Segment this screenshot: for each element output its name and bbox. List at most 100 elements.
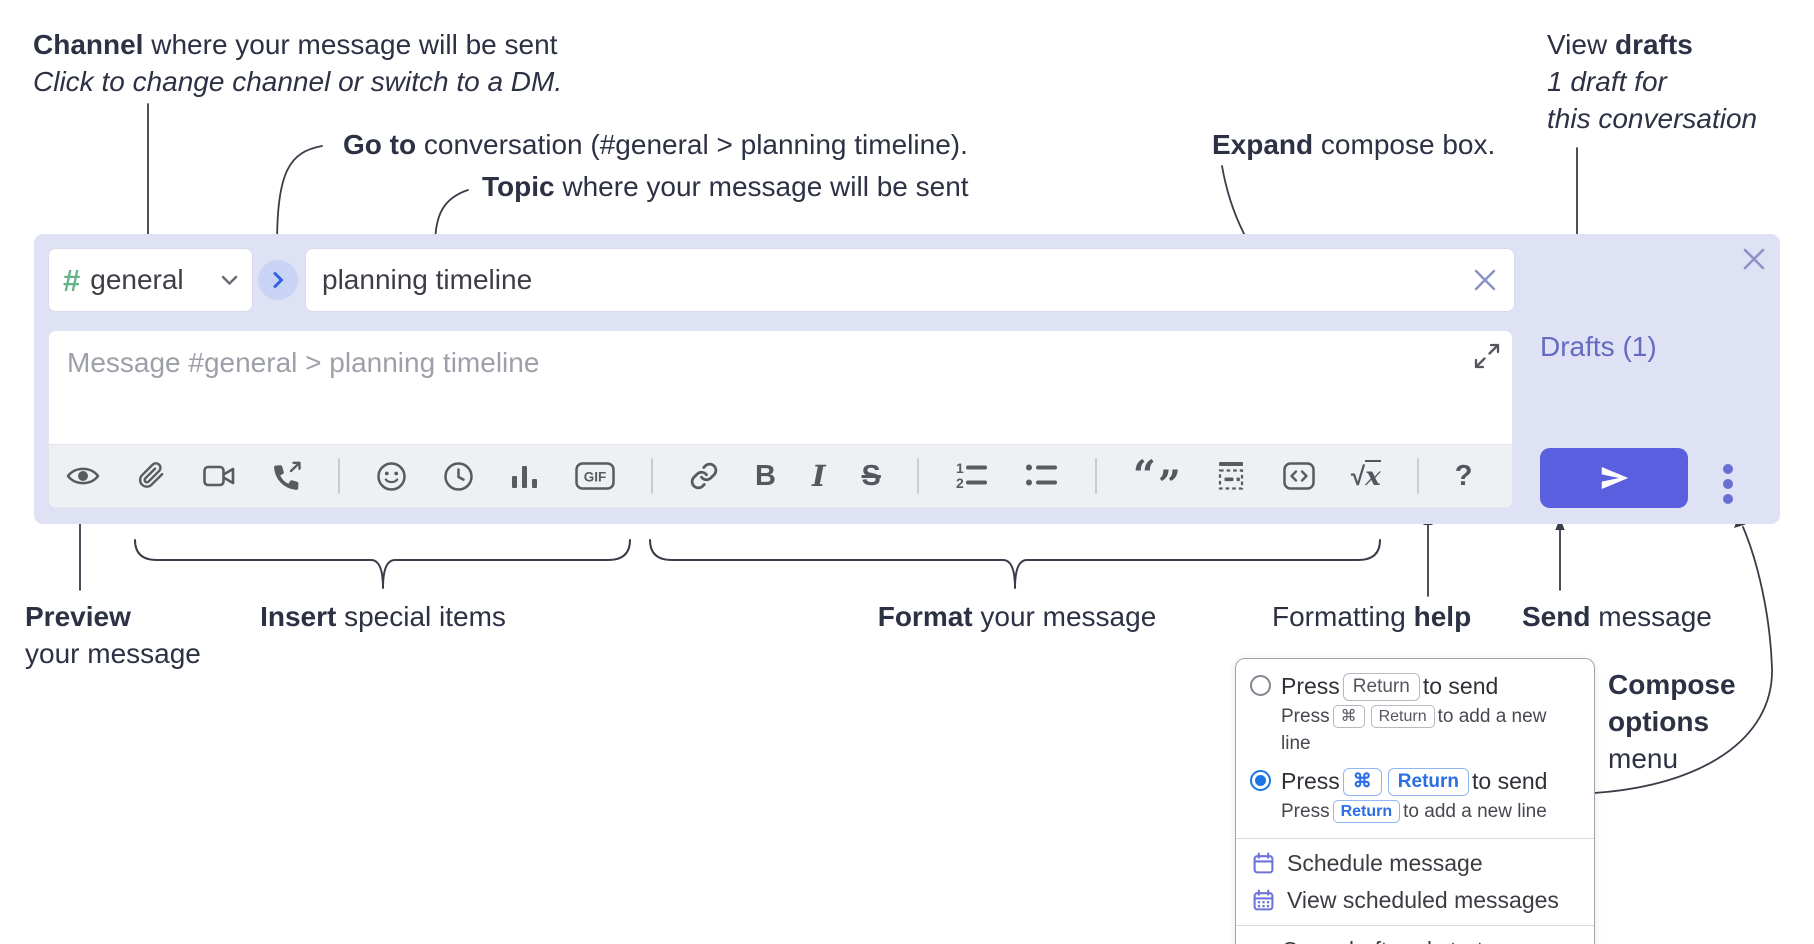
goto-arrow-curve — [276, 145, 323, 247]
phone-call-icon — [274, 461, 301, 490]
toolbar-divider — [338, 458, 340, 494]
send-icon — [1601, 467, 1628, 489]
preview-annotation: Preview your message — [25, 601, 201, 669]
svg-text:GIF: GIF — [584, 470, 607, 485]
message-formatting-help-button[interactable]: ? — [1455, 456, 1473, 496]
view-scheduled-messages-item[interactable]: View scheduled messages — [1236, 882, 1594, 919]
message-placeholder: Message #general > planning timeline — [67, 347, 540, 378]
channel-selector[interactable]: # general — [48, 248, 253, 312]
smiley-icon — [377, 461, 406, 491]
svg-text:1: 1 — [956, 461, 964, 476]
formatting-help-annotation: Formatting help — [1272, 601, 1472, 632]
bar-chart-icon — [512, 466, 537, 488]
strikethrough-icon: S — [861, 459, 881, 492]
topic-value: planning timeline — [322, 264, 533, 295]
menu-divider — [1236, 838, 1594, 839]
channel-name: general — [90, 264, 184, 295]
channel-annotation: Channel where your message will be sent … — [33, 26, 562, 100]
cmd-key: ⌘ — [1342, 768, 1382, 796]
kebab-dot — [1723, 494, 1733, 504]
calendar-icon — [1253, 852, 1274, 874]
poll-button[interactable] — [510, 456, 539, 496]
clear-topic-button[interactable] — [1472, 267, 1498, 293]
preview-button[interactable] — [65, 456, 101, 496]
send-annotation: Send message — [1522, 601, 1712, 632]
question-mark-icon: ? — [1454, 459, 1473, 492]
code-button[interactable] — [1283, 456, 1315, 496]
toolbar-divider — [1094, 458, 1097, 494]
expand-annotation: Expand compose box. — [1212, 129, 1496, 160]
spoiler-icon — [1218, 462, 1244, 490]
bulleted-list-button[interactable] — [1025, 456, 1059, 496]
link-icon — [690, 462, 718, 490]
goto-conversation-button[interactable] — [258, 260, 298, 300]
quote-button[interactable]: “” — [1132, 452, 1181, 509]
video-camera-icon — [203, 465, 235, 487]
format-brace — [649, 539, 1381, 589]
video-call-button[interactable] — [203, 456, 235, 496]
radio-checked-icon[interactable] — [1250, 770, 1271, 791]
emoji-button[interactable] — [376, 456, 407, 496]
compose-box: # general planning timeline — [34, 234, 1780, 524]
return-key: Return — [1342, 673, 1420, 701]
insert-brace — [134, 539, 631, 589]
topic-input[interactable]: planning timeline — [305, 248, 1515, 312]
global-time-button[interactable] — [443, 456, 474, 496]
expand-compose-button[interactable] — [1474, 343, 1500, 369]
send-button[interactable] — [1540, 448, 1688, 508]
attach-file-button[interactable] — [137, 456, 167, 496]
chevron-down-icon — [221, 275, 238, 285]
radio-unchecked-icon[interactable] — [1250, 675, 1271, 696]
kebab-dot — [1723, 479, 1733, 489]
topic-annotation: Topic where your message will be sent — [482, 171, 969, 202]
close-icon — [1743, 248, 1765, 270]
math-button[interactable]: √x — [1351, 456, 1381, 496]
return-key: Return — [1387, 768, 1470, 796]
format-annotation: Format your message — [877, 601, 1157, 632]
bulleted-list-icon — [1025, 464, 1057, 486]
message-input[interactable]: Message #general > planning timeline — [48, 330, 1513, 508]
voice-call-button[interactable] — [271, 456, 302, 496]
spoiler-button[interactable] — [1217, 456, 1247, 496]
compose-options-menu-button[interactable] — [1714, 458, 1742, 510]
eye-icon — [66, 467, 100, 485]
numbered-list-icon: 1 2 — [956, 461, 987, 491]
svg-text:2: 2 — [956, 475, 964, 491]
italic-button[interactable]: I — [812, 456, 826, 496]
toolbar-divider — [916, 458, 919, 494]
numbered-list-button[interactable]: 1 2 — [955, 456, 989, 496]
code-icon — [1283, 462, 1315, 490]
strikethrough-button[interactable]: S — [862, 456, 881, 496]
gif-button[interactable]: GIF — [575, 456, 615, 496]
channel-annotation-bold: Channel — [33, 29, 144, 60]
drafts-link[interactable]: Drafts (1) — [1540, 331, 1657, 362]
gif-icon: GIF — [575, 462, 615, 490]
clock-icon — [444, 461, 473, 491]
channel-annotation-rest: where your message will be sent — [143, 29, 558, 60]
italic-icon: I — [811, 458, 826, 493]
insert-annotation: Insert special items — [260, 601, 506, 632]
menu-divider — [1236, 925, 1594, 926]
schedule-message-item[interactable]: Schedule message — [1236, 845, 1594, 882]
channel-annotation-sub: Click to change channel or switch to a D… — [33, 66, 563, 97]
toolbar-divider — [651, 458, 653, 494]
math-icon: √x — [1350, 459, 1381, 492]
cmd-key: ⌘ — [1332, 705, 1365, 728]
save-draft-item[interactable]: Save draft and start a new message — [1236, 932, 1594, 944]
bold-icon: B — [755, 459, 776, 492]
bold-button[interactable]: B — [755, 456, 776, 496]
channel-hash-icon: # — [63, 262, 81, 298]
view-drafts-annotation: View drafts 1 draft for this conversatio… — [1547, 29, 1758, 134]
close-icon — [1474, 269, 1496, 291]
calendar-grid-icon — [1253, 889, 1274, 911]
toolbar-divider — [1416, 458, 1419, 494]
close-compose-button[interactable] — [1740, 245, 1768, 273]
chevron-right-icon — [273, 272, 283, 288]
return-key: Return — [1332, 800, 1401, 823]
link-button[interactable] — [689, 456, 719, 496]
expand-icon — [1474, 343, 1500, 369]
kebab-dot — [1723, 464, 1733, 474]
